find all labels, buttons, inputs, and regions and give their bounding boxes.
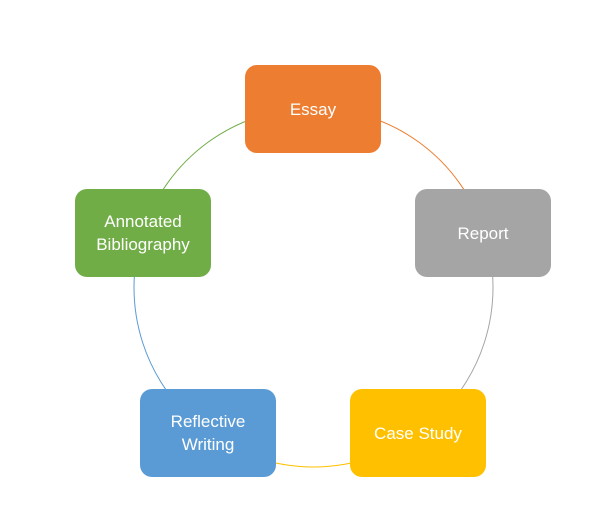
node-case-study: Case Study: [350, 389, 486, 477]
node-report: Report: [415, 189, 551, 277]
node-essay: Essay: [245, 65, 381, 153]
node-label: Report: [457, 223, 509, 243]
node-reflective-writing: Reflective Writing: [140, 389, 276, 477]
node-annotated-bibliography: Annotated Bibliography: [75, 189, 211, 277]
node-label: Essay: [289, 99, 337, 119]
node-label: Annotated Bibliography: [96, 212, 190, 254]
node-label: Case Study: [374, 423, 462, 443]
node-label: Reflective Writing: [170, 412, 246, 454]
